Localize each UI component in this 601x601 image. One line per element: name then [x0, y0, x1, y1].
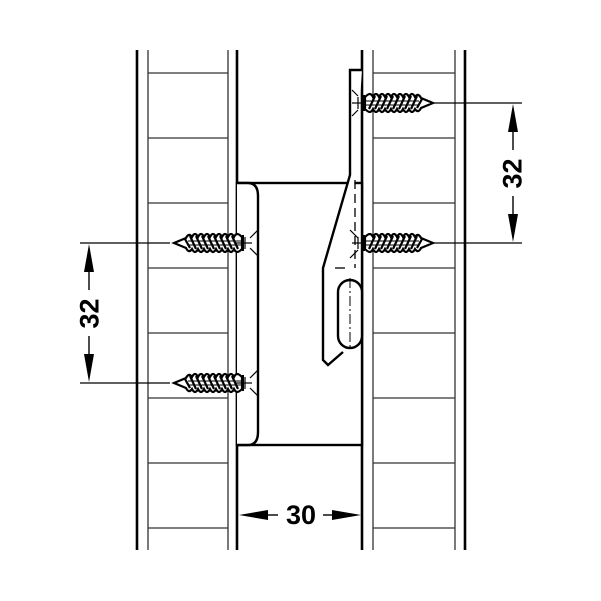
screw-right-middle: [352, 232, 435, 254]
screw-right-top: [352, 92, 435, 114]
left-panel: [135, 50, 239, 550]
screw-left-lower: [172, 372, 252, 394]
hook-plate: [321, 68, 364, 367]
dimension-bottom-label: 30: [285, 500, 317, 530]
right-panel: [360, 50, 467, 550]
dimension-left-label: 32: [74, 298, 105, 329]
dimension-left-32: [80, 242, 170, 384]
dimension-right-32: [430, 102, 522, 244]
screw-left-upper: [172, 232, 252, 254]
dimension-bottom-30: [239, 510, 361, 520]
dimension-right-label: 32: [497, 158, 528, 189]
